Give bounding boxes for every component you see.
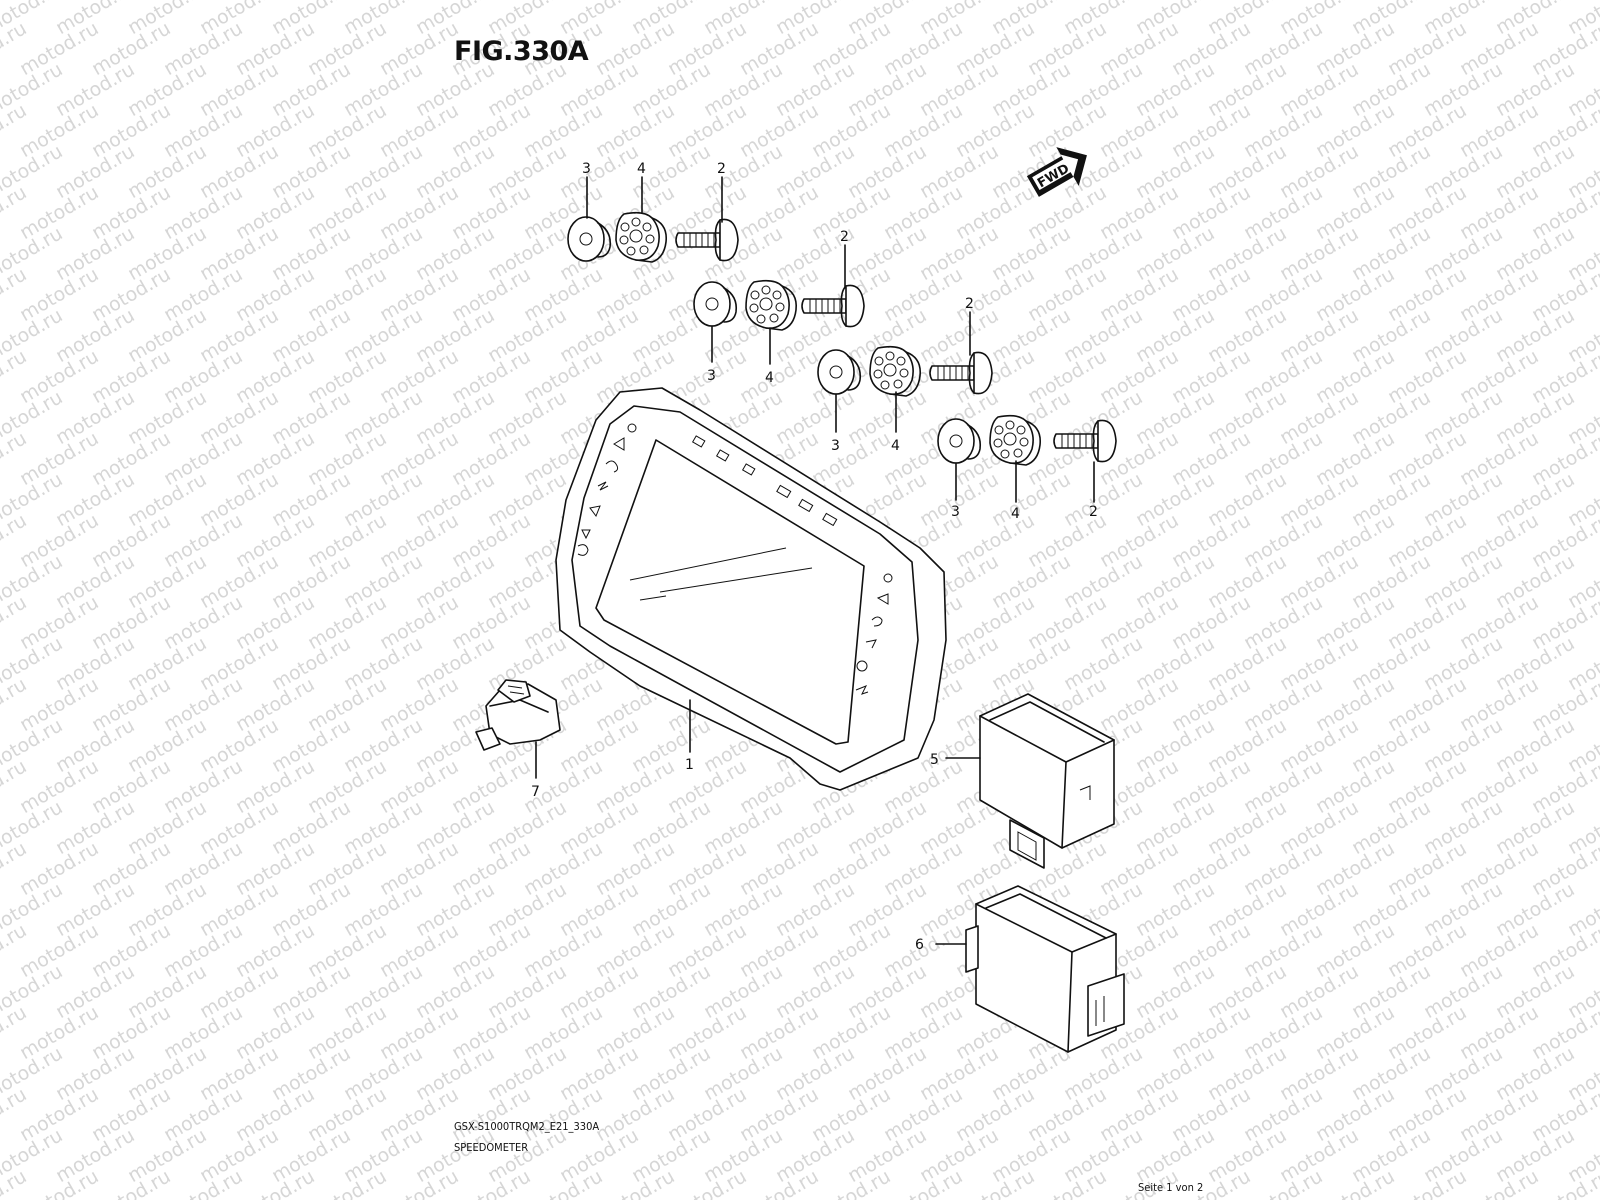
fwd-arrow-icon: FWD — [1026, 147, 1087, 197]
callout-part-4: 4 — [765, 370, 774, 386]
control-module — [945, 693, 1115, 869]
diagram-name: SPEEDOMETER — [454, 1141, 529, 1154]
callout-part-2: 2 — [1089, 504, 1098, 520]
callout-part-2: 2 — [965, 296, 974, 312]
mount-set-3 — [817, 345, 993, 397]
callout-part-1: 1 — [685, 757, 694, 773]
callout-part-7: 7 — [531, 784, 540, 800]
callout-part-3: 3 — [707, 368, 716, 384]
callout-part-4: 4 — [1011, 506, 1020, 522]
callout-part-6: 6 — [915, 937, 924, 953]
module-cover — [935, 885, 1125, 1053]
callout-part-4: 4 — [891, 438, 900, 454]
connector-part — [475, 679, 561, 779]
callout-part-3: 3 — [582, 161, 591, 177]
speedometer-unit — [555, 387, 947, 791]
callout-part-4: 4 — [637, 161, 646, 177]
callout-part-5: 5 — [930, 752, 939, 768]
callout-part-3: 3 — [831, 438, 840, 454]
leader-lines — [586, 176, 1095, 503]
page-indicator: Seite 1 von 2 — [1138, 1181, 1204, 1194]
callout-part-2: 2 — [717, 161, 726, 177]
callout-labels: 3 4 2 2 3 4 2 3 4 3 4 2 1 7 5 6 — [531, 161, 1098, 953]
mount-set-1 — [567, 211, 739, 263]
mount-set-4 — [937, 414, 1117, 466]
callout-part-2: 2 — [840, 229, 849, 245]
figure-title: FIG.330A — [454, 36, 589, 67]
diagram-code: GSX-S1000TRQM2_E21_330A — [454, 1120, 600, 1133]
callout-part-3: 3 — [951, 504, 960, 520]
mount-set-2 — [693, 279, 865, 331]
